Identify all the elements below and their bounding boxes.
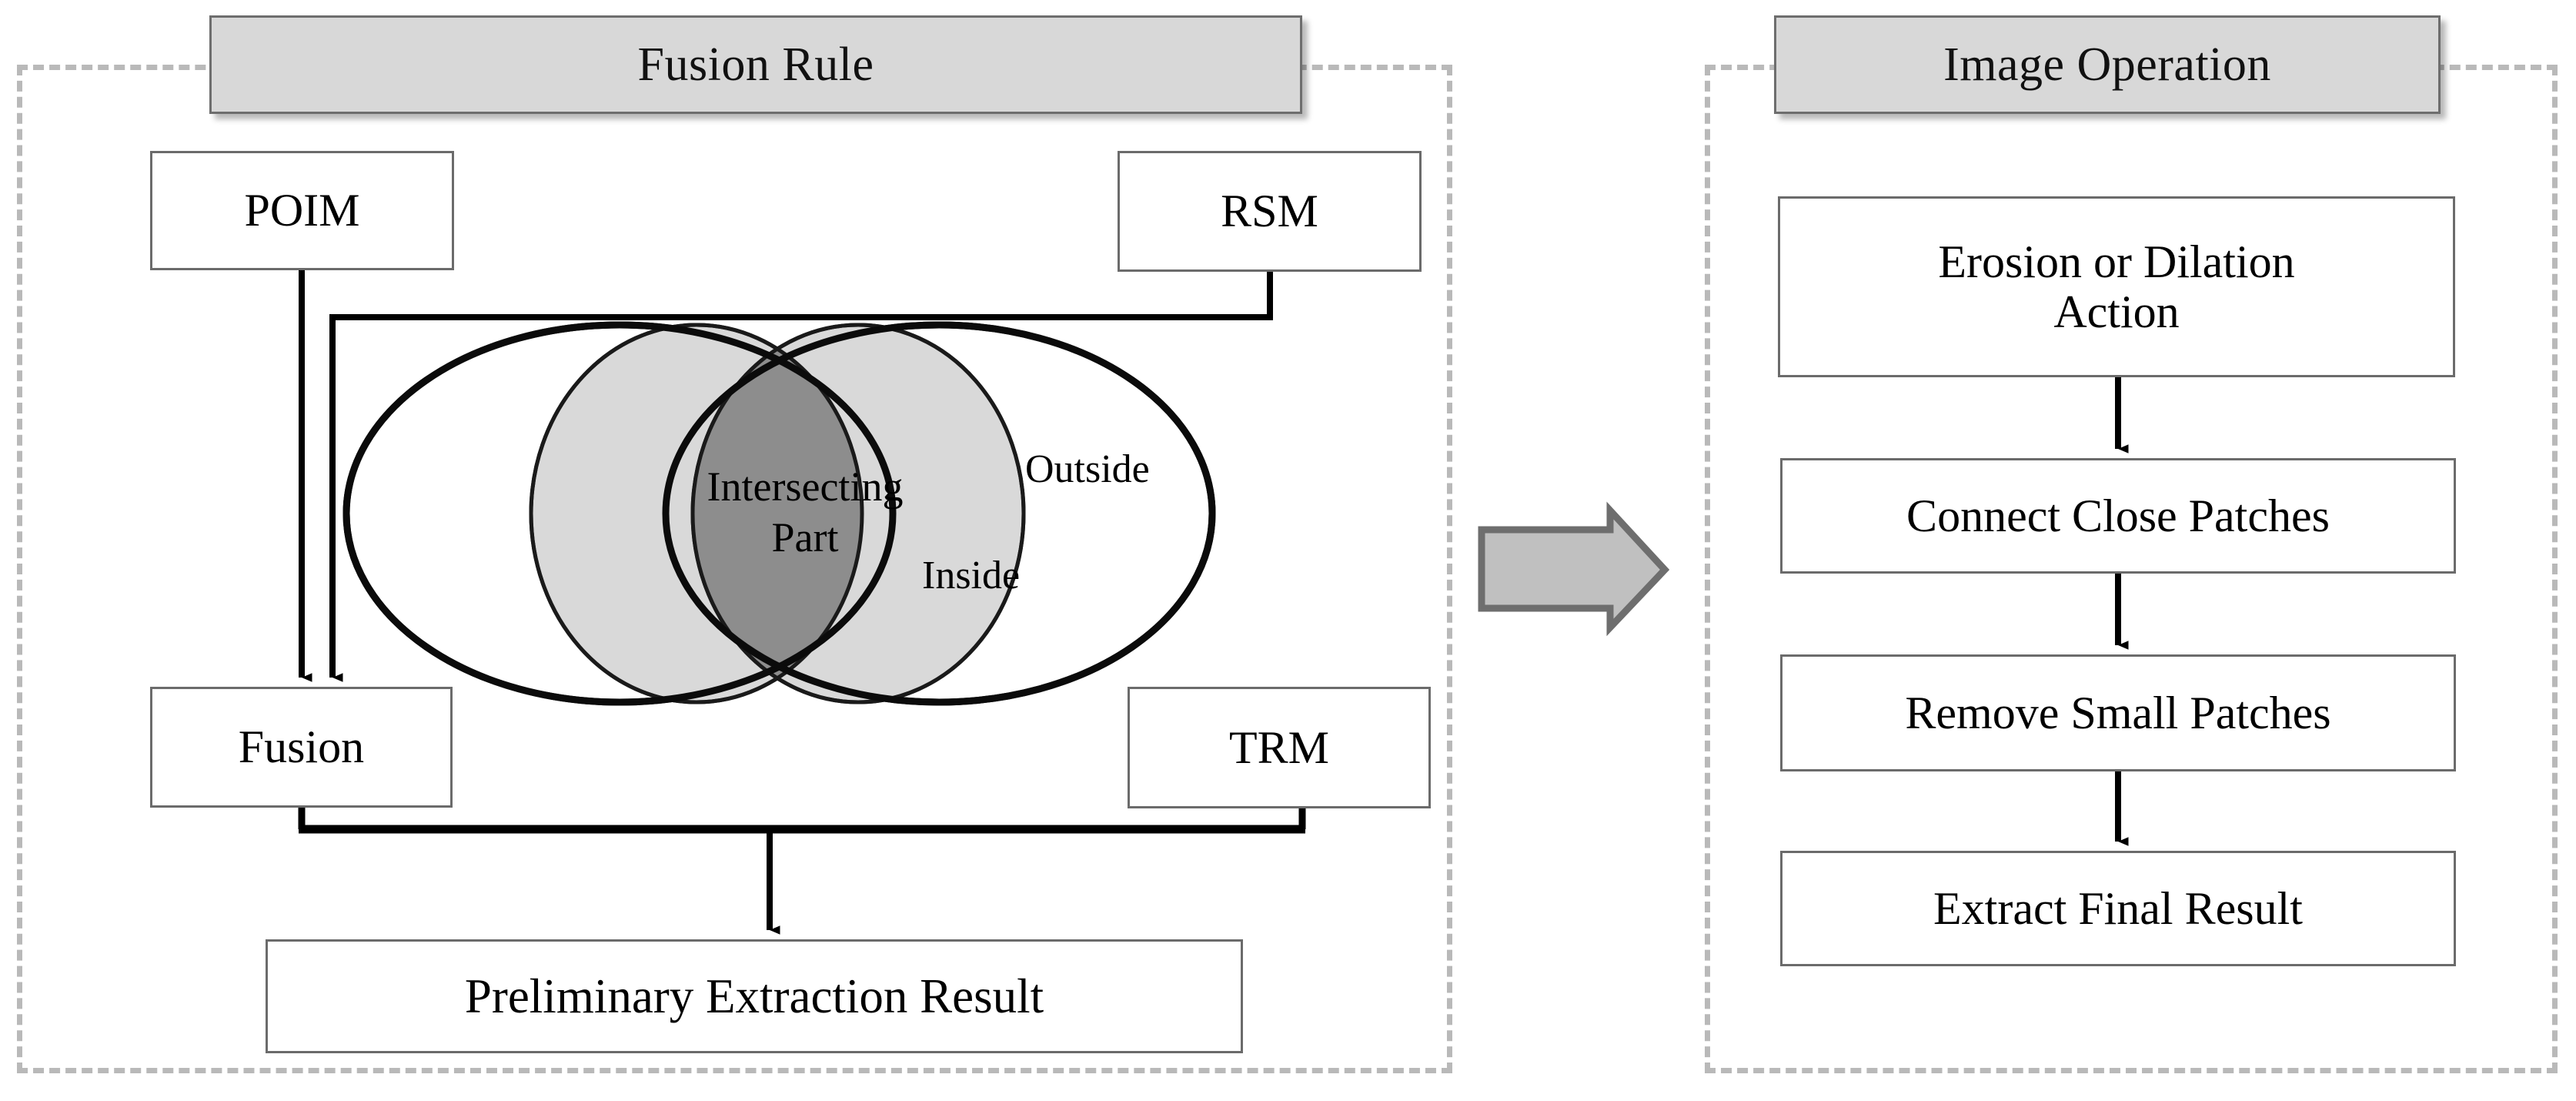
node-rsm[interactable]: RSM [1118, 151, 1422, 272]
venn-outside-label: Outside [1025, 447, 1150, 491]
node-poim[interactable]: POIM [150, 151, 454, 270]
node-trm[interactable]: TRM [1128, 687, 1431, 808]
node-remove-small-patches[interactable]: Remove Small Patches [1780, 654, 2456, 771]
node-connect-close-patches[interactable]: Connect Close Patches [1780, 458, 2456, 574]
node-fusion[interactable]: Fusion [150, 687, 453, 808]
node-extract-final-result[interactable]: Extract Final Result [1780, 851, 2456, 966]
venn-intersecting-line2: Part [771, 514, 839, 561]
node-erosion-line2: Action [2053, 286, 2180, 337]
venn-intersecting-line1: Intersecting [707, 463, 904, 510]
node-preliminary-extraction-result[interactable]: Preliminary Extraction Result [266, 939, 1243, 1053]
header-fusion-rule: Fusion Rule [209, 15, 1302, 114]
block-arrow-right-icon [1478, 501, 1670, 637]
node-erosion-or-dilation-action[interactable]: Erosion or Dilation Action [1778, 196, 2455, 377]
venn-inside-label: Inside [922, 554, 1021, 597]
node-erosion-line1: Erosion or Dilation [1938, 236, 2295, 287]
venn-intersecting-label: Intersecting Part [667, 462, 944, 564]
header-image-operation: Image Operation [1774, 15, 2441, 114]
